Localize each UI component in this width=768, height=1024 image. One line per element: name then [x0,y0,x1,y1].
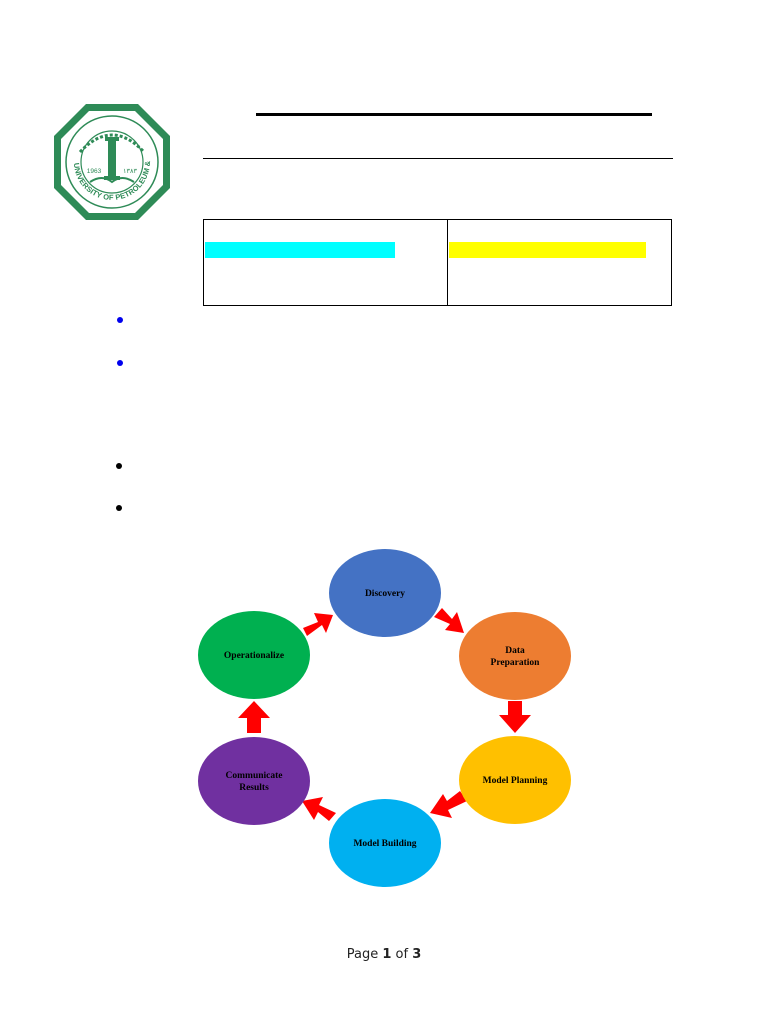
node-label-model-building: Model Building [353,839,416,849]
title-rule [256,113,652,116]
node-shape-operationalize [198,611,310,699]
arrow-communicate-results-to-operationalize [238,701,270,733]
page-footer: Page 1 of 3 [0,947,768,962]
arrow-model-planning-to-model-building [430,791,467,818]
node-discovery: Discovery [329,549,441,637]
arrow-model-building-to-communicate-results [302,797,336,821]
yellow-highlight [449,242,646,258]
node-label-discovery: Discovery [365,589,405,599]
footer-of: of [395,947,409,962]
node-label-data-preparation: Data [505,646,525,656]
bullet-point [116,505,122,511]
table-divider [447,220,448,305]
logo-year-left: 1963 [87,168,102,175]
node-shape-communicate-results [198,737,310,825]
node-shape-model-building [329,799,441,887]
node-operationalize: Operationalize [198,611,310,699]
footer-current-page: 1 [382,947,392,962]
footer-total-pages: 3 [412,947,422,962]
arrow-data-preparation-to-model-planning [499,701,531,733]
node-label-communicate-results: Communicate [226,771,283,781]
bullet-point [116,463,122,469]
node-model-planning: Model Planning [459,736,571,824]
node-model-building: Model Building [329,799,441,887]
cyan-highlight [205,242,395,258]
logo-year-right: ١٣٨٣ [123,168,137,175]
university-logo: KING FAHD UNIVERSITY OF PETROLEUM & MINE… [47,93,174,224]
footer-prefix: Page [346,947,379,962]
node-label-model-planning: Model Planning [483,776,548,786]
node-label-operationalize: Operationalize [224,651,284,661]
arrow-discovery-to-data-preparation [434,608,464,633]
node-shape-discovery [329,549,441,637]
bullet-point [117,317,123,323]
node-shape-data-preparation [459,612,571,700]
header-divider [203,158,673,159]
node-label-communicate-results: Results [239,783,269,793]
bullet-point [117,360,123,366]
node-shape-model-planning [459,736,571,824]
node-label-data-preparation: Preparation [491,658,541,668]
arrow-operationalize-to-discovery [303,613,333,636]
info-table [203,219,672,306]
